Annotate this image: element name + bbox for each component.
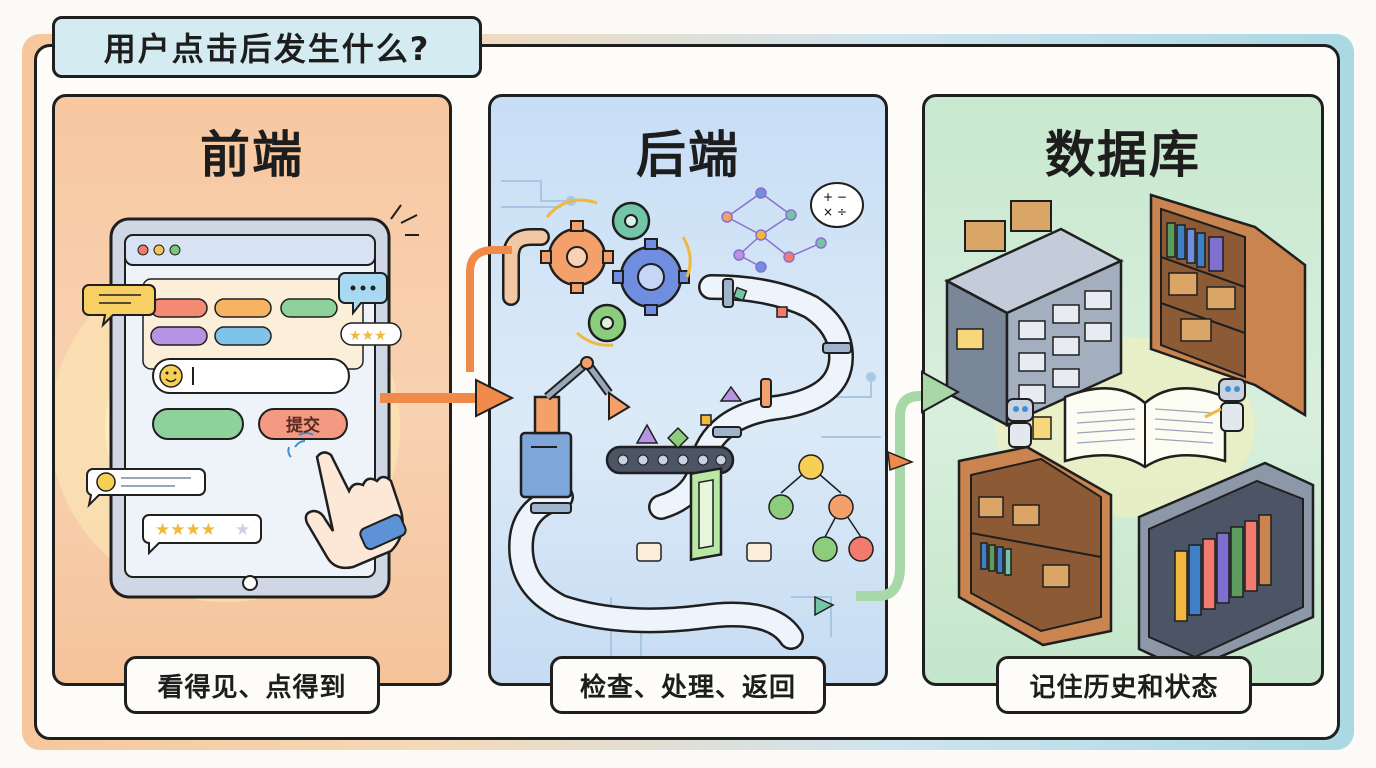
backend-panel: 后端	[488, 94, 888, 686]
backend-illustration: + − × ÷	[501, 180, 881, 667]
output-arrow-icon	[814, 595, 835, 617]
network-graph-icon	[721, 187, 827, 273]
chat-bubble-icon	[86, 468, 206, 509]
database-illustration	[944, 193, 1315, 673]
backend-caption: 检查、处理、返回	[550, 656, 826, 714]
svg-text:★★★: ★★★	[349, 328, 387, 344]
sparkle-icon	[390, 204, 419, 236]
bookshelf-icon	[1137, 461, 1315, 673]
file-cabinet-icon	[944, 200, 1124, 428]
robot-helper-icon	[1204, 378, 1246, 432]
svg-text:★★★★: ★★★★	[155, 520, 216, 540]
conveyor-belt-icon	[605, 423, 735, 475]
gear-icon	[611, 201, 651, 241]
scroll-document-icon	[636, 542, 772, 562]
robot-helper-icon	[1006, 398, 1052, 448]
svg-text:★: ★	[235, 520, 250, 540]
chat-bubble-icon	[82, 284, 156, 329]
database-title: 数据库	[1045, 126, 1201, 184]
frontend-title: 前端	[200, 126, 304, 184]
gear-icon	[540, 220, 614, 294]
frontend-illustration: ★★★ ★★★★ ★	[55, 204, 419, 602]
frontend-caption: 看得见、点得到	[124, 656, 380, 714]
hand-pointer-icon	[304, 451, 407, 570]
svg-text:× ÷: × ÷	[823, 205, 847, 219]
gear-icon	[612, 238, 690, 316]
gear-icon	[587, 303, 627, 343]
submit-button-label: 提交	[286, 416, 320, 436]
database-caption: 记住历史和状态	[996, 656, 1252, 714]
text-input-icon	[152, 358, 350, 394]
filter-gate-icon	[689, 466, 723, 562]
rotation-arrow-icon	[545, 198, 692, 347]
submit-button-icon	[258, 408, 348, 440]
star-rating-icon: ★★★	[340, 322, 402, 346]
star-rating-icon: ★★★★ ★	[142, 514, 262, 556]
pipe-joint-icon	[530, 278, 852, 514]
frontend-panel: 前端	[52, 94, 452, 686]
chat-bubble-icon	[338, 272, 388, 316]
decision-tree-icon	[768, 454, 874, 562]
diagram-title: 用户点击后发生什么?	[52, 16, 482, 78]
backend-title: 后端	[636, 126, 740, 184]
svg-text:+ −: + −	[823, 190, 847, 204]
database-panel: 数据库	[922, 94, 1324, 686]
math-bubble-icon: + − × ÷	[810, 182, 864, 228]
robot-arm-icon	[519, 356, 631, 499]
bookshelf-icon	[1149, 193, 1307, 418]
data-token-icon	[700, 286, 788, 426]
open-book-icon	[1063, 387, 1227, 469]
bookshelf-icon	[957, 445, 1113, 647]
click-ripple-icon	[287, 432, 314, 458]
